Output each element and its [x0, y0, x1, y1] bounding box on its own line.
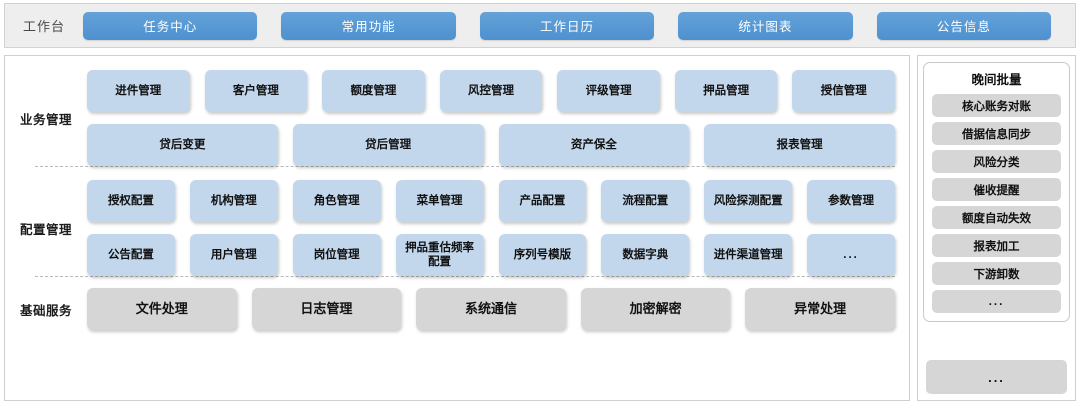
divider-business-config — [35, 166, 895, 167]
module-product-config[interactable]: 产品配置 — [498, 180, 587, 222]
module-collateral-revaluation-frequency-config[interactable]: 押品重估频率配置 — [395, 234, 484, 276]
module-asset-preservation[interactable]: 资产保全 — [498, 124, 690, 166]
right-panel-more[interactable]: ... — [926, 360, 1067, 394]
section-label-configuration: 配置管理 — [19, 222, 72, 237]
section-rows-basic-services: 文件处理 日志管理 系统通信 加密解密 异常处理 — [87, 288, 909, 330]
page-title: 工作台 — [22, 19, 65, 34]
section-label-business: 业务管理 — [19, 112, 72, 127]
batch-item-risk-classification[interactable]: 风险分类 — [932, 150, 1061, 173]
module-report-management[interactable]: 报表管理 — [704, 124, 895, 166]
module-announcement-config[interactable]: 公告配置 — [87, 234, 175, 276]
module-data-dictionary[interactable]: 数据字典 — [601, 234, 690, 276]
section-business-management: 业务管理 进件管理 客户管理 额度管理 风控管理 评级管理 押品管理 授信管理 … — [5, 56, 909, 166]
topbar-tab-list: 任务中心 常用功能 工作日历 统计图表 公告信息 — [83, 11, 1075, 40]
nightly-batch-title: 晚间批量 — [971, 73, 1022, 87]
business-row-1: 进件管理 客户管理 额度管理 风控管理 评级管理 押品管理 授信管理 — [87, 70, 896, 112]
section-rows-configuration: 授权配置 机构管理 角色管理 菜单管理 产品配置 流程配置 风险探测配置 参数管… — [87, 180, 909, 276]
module-credit-limit-management[interactable]: 额度管理 — [322, 70, 425, 112]
module-log-management[interactable]: 日志管理 — [251, 288, 402, 330]
module-authorization-config[interactable]: 授权配置 — [87, 180, 175, 222]
business-row-2: 贷后变更 贷后管理 资产保全 报表管理 — [87, 124, 895, 166]
modules-frame: 业务管理 进件管理 客户管理 额度管理 风控管理 评级管理 押品管理 授信管理 … — [4, 55, 910, 401]
section-configuration-management: 配置管理 授权配置 机构管理 角色管理 菜单管理 产品配置 流程配置 风险探测配… — [5, 167, 909, 276]
module-application-channel-management[interactable]: 进件渠道管理 — [704, 234, 793, 276]
module-menu-management[interactable]: 菜单管理 — [395, 180, 484, 222]
module-post-loan-management[interactable]: 贷后管理 — [292, 124, 484, 166]
module-customer-management[interactable]: 客户管理 — [204, 70, 308, 112]
module-configuration-more[interactable]: ... — [807, 234, 895, 276]
tab-common-functions[interactable]: 常用功能 — [281, 11, 456, 40]
nightly-batch-box: 晚间批量 核心账务对账 借据信息同步 风险分类 催收提醒 额度自动失效 报表加工… — [923, 62, 1070, 322]
tab-work-calendar[interactable]: 工作日历 — [479, 11, 655, 40]
divider-config-base — [35, 276, 895, 277]
right-panel-extra: ... — [923, 360, 1070, 394]
module-serial-number-template[interactable]: 序列号模版 — [498, 234, 587, 276]
module-post-loan-change[interactable]: 贷后变更 — [87, 124, 278, 166]
configuration-row-2: 公告配置 用户管理 岗位管理 押品重估频率配置 序列号模版 数据字典 进件渠道管… — [87, 234, 895, 276]
right-panel: 晚间批量 核心账务对账 借据信息同步 风险分类 催收提醒 额度自动失效 报表加工… — [917, 55, 1076, 401]
module-encryption-decryption[interactable]: 加密解密 — [580, 288, 731, 330]
module-position-management[interactable]: 岗位管理 — [292, 234, 381, 276]
batch-item-downstream-data-unload[interactable]: 下游卸数 — [932, 262, 1061, 285]
tab-task-center[interactable]: 任务中心 — [83, 11, 258, 40]
batch-item-core-account-reconciliation[interactable]: 核心账务对账 — [932, 94, 1061, 117]
module-user-management[interactable]: 用户管理 — [189, 234, 278, 276]
section-label-basic-services: 基础服务 — [19, 303, 72, 318]
module-application-management[interactable]: 进件管理 — [87, 70, 190, 112]
batch-item-loan-receipt-sync[interactable]: 借据信息同步 — [932, 122, 1061, 145]
tab-statistics-chart[interactable]: 统计图表 — [678, 11, 853, 40]
module-rating-management[interactable]: 评级管理 — [557, 70, 660, 112]
module-parameter-management[interactable]: 参数管理 — [807, 180, 895, 222]
module-credit-granting-management[interactable]: 授信管理 — [792, 70, 896, 112]
batch-item-report-processing[interactable]: 报表加工 — [932, 234, 1061, 257]
section-basic-services: 基础服务 文件处理 日志管理 系统通信 加密解密 异常处理 — [5, 277, 909, 330]
module-risk-detection-config[interactable]: 风险探测配置 — [704, 180, 793, 222]
workbench-topbar: 工作台 任务中心 常用功能 工作日历 统计图表 公告信息 — [4, 3, 1076, 48]
module-organization-management[interactable]: 机构管理 — [189, 180, 278, 222]
section-rows-business: 进件管理 客户管理 额度管理 风控管理 评级管理 押品管理 授信管理 贷后变更 … — [87, 70, 909, 166]
module-system-communication[interactable]: 系统通信 — [416, 288, 566, 330]
batch-item-auto-limit-expiry[interactable]: 额度自动失效 — [932, 206, 1061, 229]
module-exception-handling[interactable]: 异常处理 — [745, 288, 895, 330]
module-risk-control-management[interactable]: 风控管理 — [439, 70, 543, 112]
batch-item-collection-reminder[interactable]: 催收提醒 — [932, 178, 1061, 201]
configuration-row-1: 授权配置 机构管理 角色管理 菜单管理 产品配置 流程配置 风险探测配置 参数管… — [87, 180, 895, 222]
module-file-processing[interactable]: 文件处理 — [87, 288, 237, 330]
batch-item-more[interactable]: ... — [932, 290, 1061, 313]
module-process-config[interactable]: 流程配置 — [601, 180, 690, 222]
tab-announcements[interactable]: 公告信息 — [876, 11, 1052, 40]
module-role-management[interactable]: 角色管理 — [292, 180, 381, 222]
basic-services-row-1: 文件处理 日志管理 系统通信 加密解密 异常处理 — [87, 288, 895, 330]
module-collateral-management[interactable]: 押品管理 — [674, 70, 778, 112]
